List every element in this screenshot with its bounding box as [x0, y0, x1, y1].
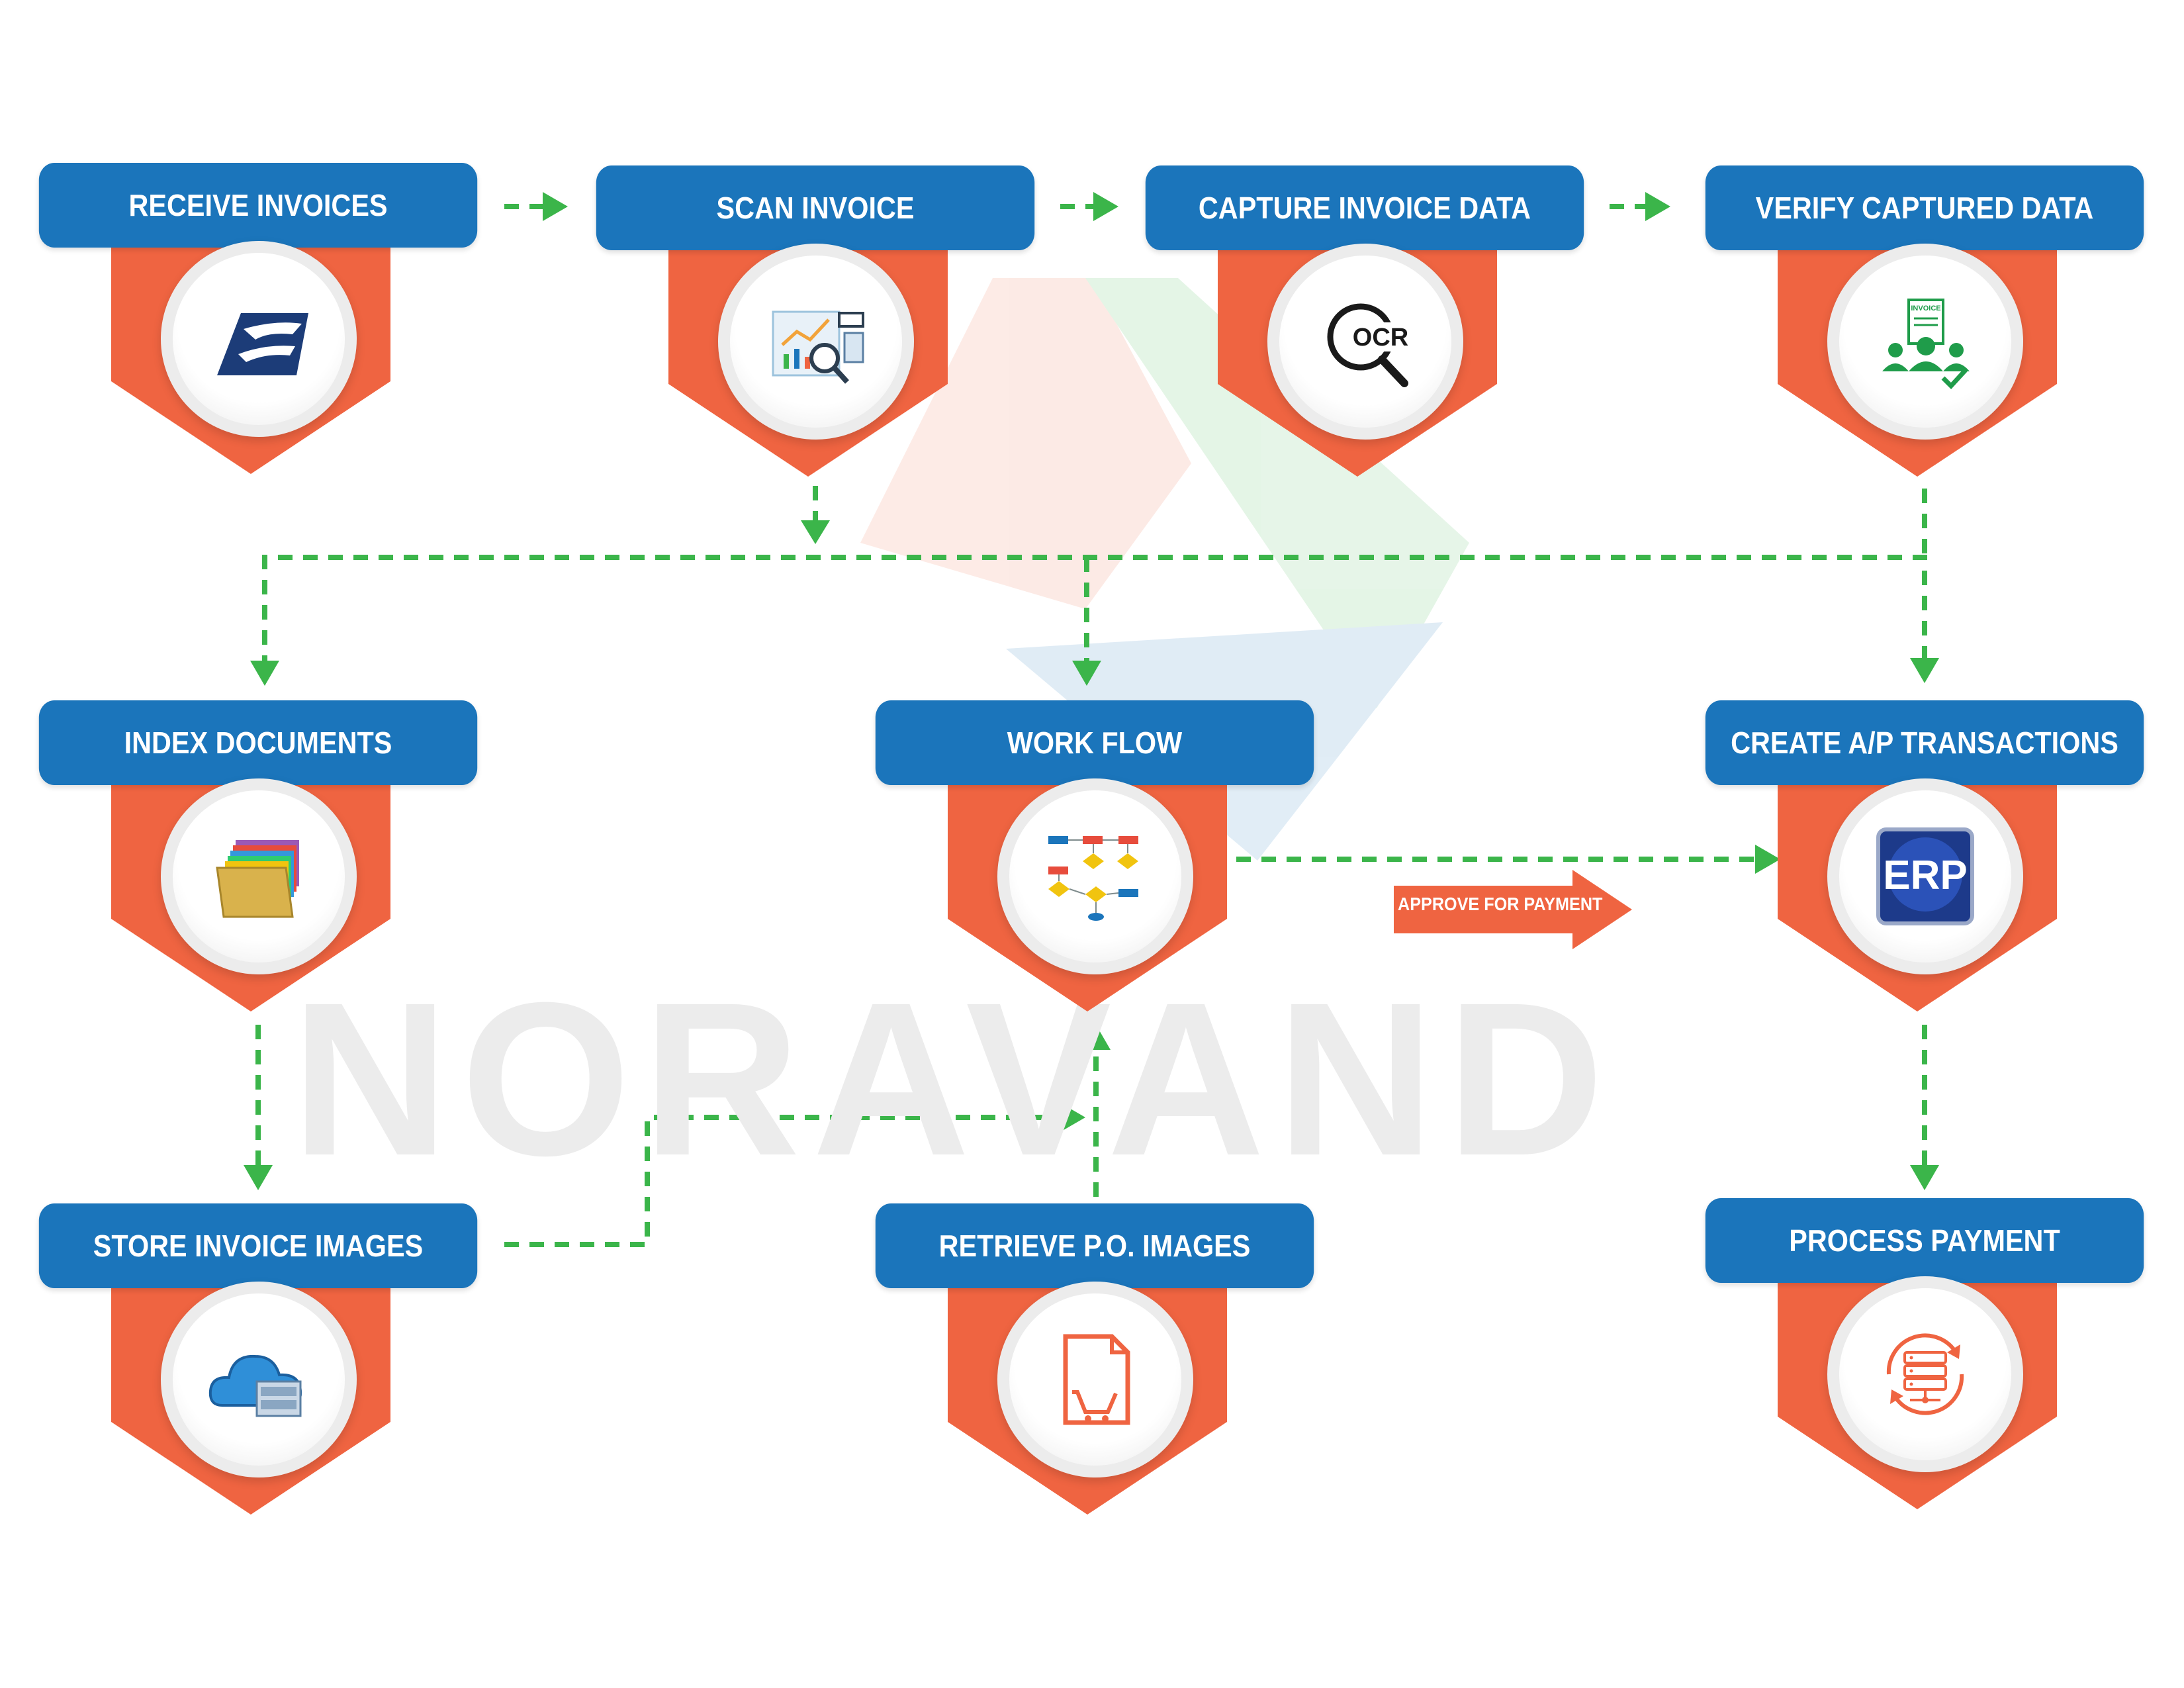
step-label: WORK FLOW — [875, 700, 1314, 785]
icon-circle — [718, 244, 914, 440]
approve-arrow — [1394, 870, 1632, 949]
icon-circle: OCR — [1267, 244, 1463, 440]
arrowhead-to-erp — [1755, 845, 1780, 874]
arrowhead-to-workflow-top — [1072, 661, 1101, 686]
step-label: STORE INVOICE IMAGES — [38, 1203, 478, 1288]
step-label: PROCESS PAYMENT — [1705, 1198, 2144, 1283]
arrowhead-store-to-workflow — [1060, 1103, 1085, 1132]
folders-icon — [216, 840, 299, 918]
usps-eagle-icon — [217, 313, 308, 375]
step-label: RETRIEVE P.O. IMAGES — [875, 1203, 1314, 1288]
step-scan-invoice: SCAN INVOICE — [572, 165, 1059, 510]
icon-circle — [997, 778, 1193, 974]
arrowhead-scan-down — [801, 520, 830, 544]
step-label: VERIFY CAPTURED DATA — [1705, 165, 2144, 250]
step-label: INDEX DOCUMENTS — [38, 700, 478, 785]
server-sync-icon — [1886, 1333, 1964, 1415]
step-label: SCAN INVOICE — [596, 165, 1035, 250]
connector-distribution-bar — [262, 555, 1927, 670]
step-receive-invoices: RECEIVE INVOICES — [15, 163, 502, 507]
step-create-ap-transactions: CREATE A/P TRANSACTIONS ERP — [1681, 700, 2168, 1045]
step-label: CAPTURE INVOICE DATA — [1145, 165, 1584, 250]
step-capture-invoice-data: CAPTURE INVOICE DATA OCR — [1121, 165, 1608, 510]
icon-circle — [161, 778, 357, 974]
icon-circle — [997, 1282, 1193, 1477]
arrowhead-to-scan — [543, 192, 568, 221]
ocr-icon-text: OCR — [1353, 324, 1408, 352]
invoice-verify-people-icon: INVOICE — [1882, 299, 1970, 390]
step-process-payment: PROCESS PAYMENT — [1681, 1198, 2168, 1542]
ocr-magnifier-icon: OCR — [1327, 303, 1410, 387]
approve-for-payment-label: APPROVE FOR PAYMENT — [1398, 894, 1603, 914]
flowchart-icon — [1048, 836, 1138, 921]
step-index-documents: INDEX DOCUMENTS — [15, 700, 502, 1045]
arrowhead-to-store — [244, 1165, 273, 1190]
step-work-flow: WORK FLOW — [851, 700, 1338, 1045]
cloud-storage-icon — [208, 1354, 302, 1417]
watermark-text: NORAVAND — [291, 957, 1616, 1201]
invoice-icon-text: INVOICE — [1911, 305, 1940, 312]
erp-icon: ERP — [1876, 827, 1974, 925]
icon-circle: ERP — [1827, 778, 2023, 974]
connector-store-to-workflow — [504, 1115, 1071, 1247]
step-retrieve-po-images: RETRIEVE P.O. IMAGES — [851, 1203, 1338, 1548]
icon-circle: INVOICE — [1827, 244, 2023, 440]
scan-analytics-icon — [772, 310, 864, 384]
erp-icon-text: ERP — [1883, 853, 1967, 898]
arrowhead-to-create-ap — [1910, 658, 1939, 683]
document-cart-icon — [1063, 1334, 1130, 1425]
arrowhead-retrieve-to-workflow — [1081, 1025, 1111, 1050]
step-store-invoice-images: STORE INVOICE IMAGES — [15, 1203, 502, 1548]
icon-circle — [161, 1282, 357, 1477]
arrowhead-to-capture — [1093, 192, 1118, 221]
icon-circle — [161, 241, 357, 437]
step-verify-captured-data: VERIFY CAPTURED DATA INVOICE — [1681, 165, 2168, 510]
step-label: CREATE A/P TRANSACTIONS — [1705, 700, 2144, 785]
arrowhead-to-index — [250, 661, 279, 686]
arrowhead-to-payment — [1910, 1165, 1939, 1190]
arrowhead-to-verify — [1645, 192, 1670, 221]
connector-arrowheads — [244, 192, 1939, 1190]
step-label: RECEIVE INVOICES — [38, 163, 478, 248]
icon-circle — [1827, 1276, 2023, 1472]
